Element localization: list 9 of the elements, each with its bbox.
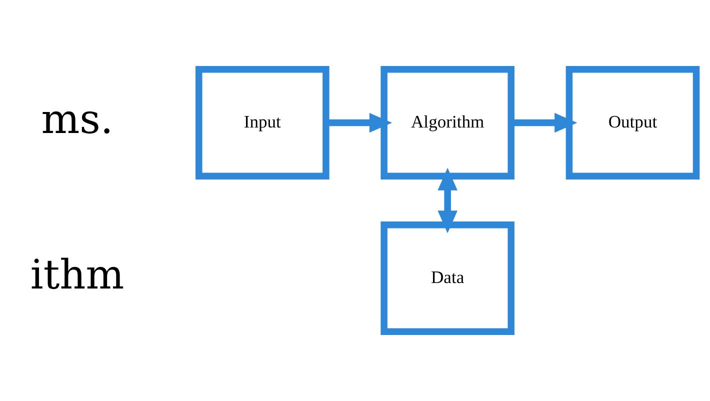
arrow bbox=[326, 112, 392, 133]
node-box: Algorithm bbox=[380, 66, 514, 180]
node-box: Output bbox=[566, 66, 700, 180]
label: ithm bbox=[30, 250, 124, 298]
node-box: Input bbox=[196, 66, 330, 180]
arrow bbox=[438, 168, 458, 234]
label: ms. bbox=[41, 94, 114, 143]
arrow bbox=[511, 112, 578, 133]
node-box: Data bbox=[380, 221, 514, 335]
